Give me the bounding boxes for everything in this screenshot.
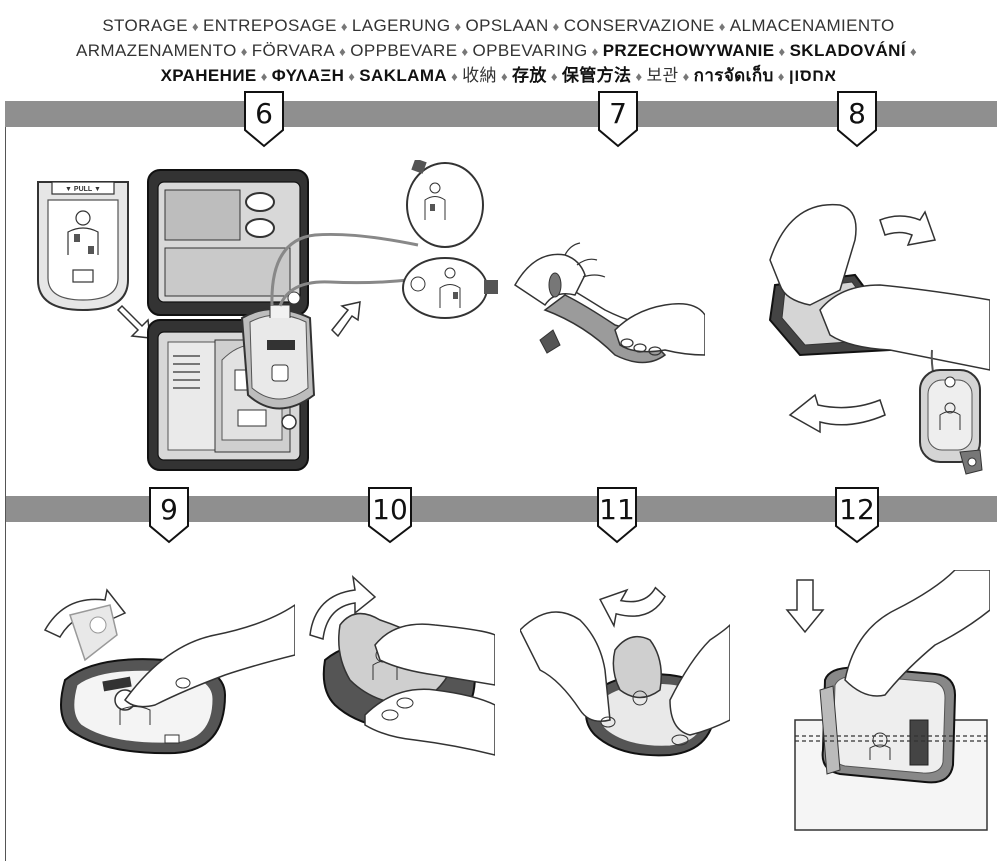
title-line-1: STORAGE♦ENTREPOSAGE♦LAGERUNG♦OPSLAAN♦CON… <box>0 14 997 39</box>
down-arrow-icon <box>787 580 823 632</box>
title-word: FÖRVARA <box>252 41 335 60</box>
packaged-pad <box>920 370 982 474</box>
storage-title: STORAGE♦ENTREPOSAGE♦LAGERUNG♦OPSLAAN♦CON… <box>0 14 997 89</box>
step-8-label: 8 <box>848 97 866 130</box>
separator-diamond-icon: ♦ <box>192 19 199 34</box>
title-word: ENTREPOSAGE <box>203 16 337 35</box>
step-7-marker: 7 <box>597 90 639 148</box>
left-margin-line <box>5 127 6 861</box>
left-hand <box>365 689 495 755</box>
step-12-illustration <box>785 570 990 835</box>
step-8-marker: 8 <box>836 90 878 148</box>
step-11-marker: 11 <box>596 486 638 544</box>
pads-cartridge: ▼ PULL ▼ <box>38 182 128 310</box>
title-word: PRZECHOWYWANIE <box>603 41 775 60</box>
fold-arrow-icon <box>593 571 666 639</box>
separator-diamond-icon: ♦ <box>454 19 461 34</box>
title-word: 存放 <box>512 66 547 85</box>
separator-diamond-icon: ♦ <box>451 69 458 84</box>
separator-diamond-icon: ♦ <box>910 44 917 59</box>
title-word: 保管方法 <box>562 66 632 85</box>
title-word: OPPBEVARE <box>350 41 457 60</box>
step-6-label: 6 <box>255 97 273 130</box>
step-11-label: 11 <box>599 493 635 526</box>
separator-diamond-icon: ♦ <box>779 44 786 59</box>
separator-diamond-icon: ♦ <box>339 44 346 59</box>
title-word: SAKLAMA <box>359 66 447 85</box>
step-9-label: 9 <box>160 493 178 526</box>
title-word: ΦΥΛΑΞΗ <box>272 66 345 85</box>
step-6-illustration: ▼ PULL ▼ <box>10 160 530 480</box>
separator-diamond-icon: ♦ <box>241 44 248 59</box>
title-word: SKLADOVÁNÍ <box>790 41 906 60</box>
separator-diamond-icon: ♦ <box>778 69 785 84</box>
left-hand <box>520 612 610 721</box>
pads-arrow-icon <box>332 302 360 336</box>
title-word: 보관 <box>647 66 679 85</box>
step-11-illustration <box>520 570 730 770</box>
step-7-label: 7 <box>609 97 627 130</box>
step-7-illustration <box>505 215 705 380</box>
separator-diamond-icon: ♦ <box>635 69 642 84</box>
title-word: 收納 <box>462 66 497 85</box>
step-8-illustration <box>760 190 990 485</box>
title-word: CONSERVAZIONE <box>564 16 715 35</box>
separator-diamond-icon: ♦ <box>551 69 558 84</box>
installed-cartridge <box>242 305 314 409</box>
separator-diamond-icon: ♦ <box>501 69 508 84</box>
title-word: การจัดเก็บ <box>694 66 774 85</box>
separator-diamond-icon: ♦ <box>683 69 690 84</box>
step-10-label: 10 <box>372 493 408 526</box>
title-line-2: ARMAZENAMENTO ♦ FÖRVARA ♦ OPPBEVARE ♦ OPBEVARI… <box>0 39 997 64</box>
step-6-marker: 6 <box>243 90 285 148</box>
title-word: אחסון <box>789 66 837 85</box>
separator-diamond-icon: ♦ <box>348 69 355 84</box>
title-word: LAGERUNG <box>352 16 451 35</box>
right-hand <box>820 285 990 370</box>
pad-1 <box>407 160 483 247</box>
separator-diamond-icon: ♦ <box>553 19 560 34</box>
separator-diamond-icon: ♦ <box>461 44 468 59</box>
step-9-illustration <box>25 575 295 775</box>
step-10-marker: 10 <box>367 486 413 544</box>
title-word: ХРАНЕНИЕ <box>161 66 257 85</box>
insert-arrow-icon <box>118 306 150 338</box>
title-word: ARMAZENAMENTO <box>76 41 237 60</box>
step-12-label: 12 <box>839 493 875 526</box>
title-word: ALMACENAMIENTO <box>730 16 895 35</box>
step-9-marker: 9 <box>148 486 190 544</box>
rotate-arrow-top-icon <box>880 212 935 245</box>
separator-diamond-icon: ♦ <box>719 19 726 34</box>
pad-2 <box>403 258 498 318</box>
pad-2-tab <box>484 280 498 294</box>
separator-diamond-icon: ♦ <box>341 19 348 34</box>
step-10-illustration <box>295 565 495 765</box>
title-word: STORAGE <box>102 16 188 35</box>
pull-label: ▼ PULL ▼ <box>65 186 101 193</box>
separator-diamond-icon: ♦ <box>592 44 599 59</box>
title-word: OPBEVARING <box>472 41 587 60</box>
title-word: OPSLAAN <box>466 16 549 35</box>
separator-diamond-icon: ♦ <box>261 69 268 84</box>
title-line-3: ХРАНЕНИЕ♦ΦΥΛΑΞΗ♦SAKLAMA♦收納♦存放♦保管方法♦보관♦กา… <box>0 64 997 89</box>
step-12-marker: 12 <box>834 486 880 544</box>
rotate-arrow-bottom-icon <box>790 395 885 432</box>
